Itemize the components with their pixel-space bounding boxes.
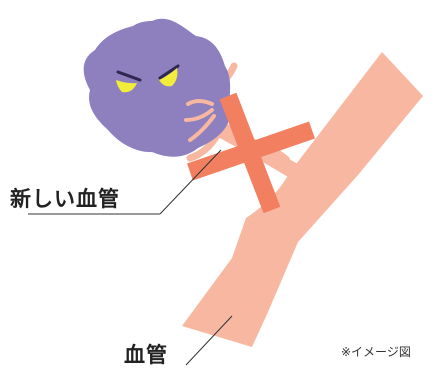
tumor-eyebrow-left <box>116 70 142 82</box>
vessel-pointer-line <box>185 315 233 366</box>
tumor-eyebrow-right <box>158 64 180 80</box>
new-vessel-pointer-line <box>159 149 222 215</box>
new-blood-vessel-label: 新しい血管 <box>10 187 120 211</box>
tumor-eye-left <box>116 80 137 93</box>
tumor-eye-right <box>159 68 178 87</box>
blood-vessel-label: 血管 <box>124 343 168 367</box>
image-note: ※イメージ図 <box>341 345 411 359</box>
main-blood-vessel <box>182 52 423 347</box>
tumor-cell <box>83 18 231 157</box>
cross-mark-icon <box>187 92 315 214</box>
tumor-body <box>83 18 231 157</box>
